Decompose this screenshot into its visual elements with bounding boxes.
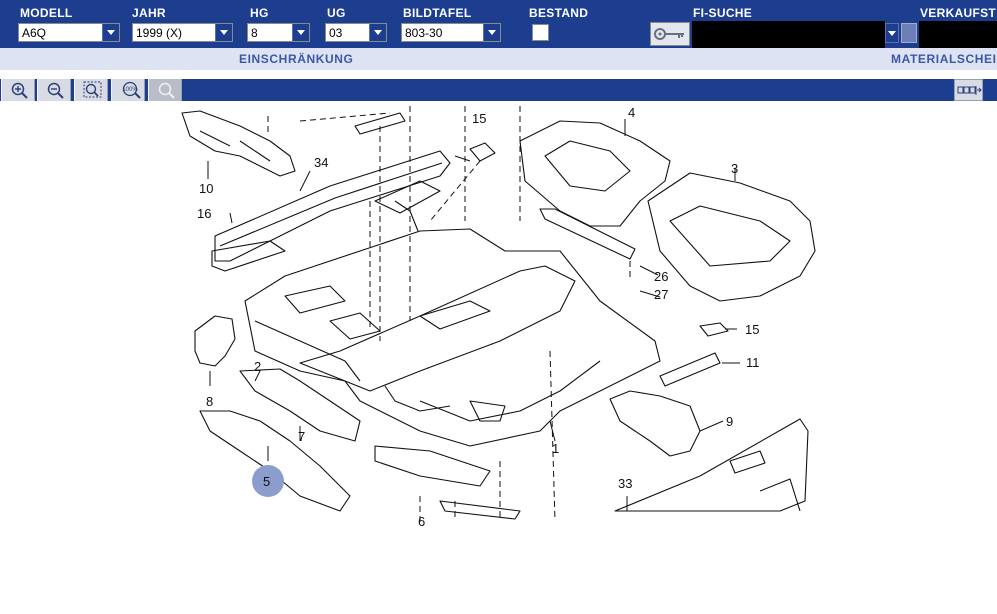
ug-select[interactable]: 03 [325, 23, 387, 42]
part-15-right[interactable] [699, 322, 729, 337]
part-strip-upper[interactable] [354, 112, 406, 135]
parts-diagram[interactable]: 10 16 34 15 4 3 26 27 15 11 9 2 8 7 5 1 … [0, 101, 997, 614]
bildtafel-select[interactable]: 803-30 [401, 23, 501, 42]
hg-value: 8 [251, 26, 258, 40]
verkaufsteil-input[interactable] [919, 21, 997, 48]
part-cross-member-34[interactable] [214, 150, 451, 262]
chevron-down-icon[interactable] [292, 24, 309, 41]
bestand-checkbox[interactable] [532, 24, 549, 41]
fi-suche-list-button[interactable] [901, 23, 917, 43]
callout-33[interactable]: 33 [618, 476, 632, 491]
zoom-100-button[interactable]: 100% [111, 79, 145, 101]
hg-select[interactable]: 8 [247, 23, 310, 42]
callout-1[interactable]: 1 [552, 441, 559, 456]
window-arrange-icon [957, 86, 982, 95]
zoom-reset-button[interactable] [148, 79, 182, 101]
ug-value: 03 [329, 26, 343, 40]
callout-2[interactable]: 2 [254, 359, 261, 374]
part-sill-left[interactable] [211, 240, 286, 272]
part-9[interactable] [609, 390, 701, 457]
header-bar: MODELL JAHR HG UG BILDTAFEL BESTAND FI-S… [0, 0, 997, 48]
callout-15-right[interactable]: 15 [745, 322, 759, 337]
jahr-label: JAHR [132, 6, 166, 20]
verkauf-label: VERKAUFST [920, 6, 997, 20]
callout-7[interactable]: 7 [298, 429, 305, 444]
bildtafel-value: 803-30 [405, 26, 443, 40]
chevron-down-icon[interactable] [483, 24, 500, 41]
part-4[interactable] [519, 120, 671, 227]
part-5[interactable] [199, 410, 351, 512]
zoom-100-label: 100% [122, 87, 138, 93]
part-7[interactable] [239, 368, 361, 442]
part-11[interactable] [659, 352, 721, 387]
callout-26[interactable]: 26 [654, 269, 668, 284]
chevron-down-icon[interactable] [369, 24, 386, 41]
modell-select[interactable]: A6Q [18, 23, 120, 42]
part-15-upper[interactable] [469, 142, 496, 162]
einschraenkung-link[interactable]: EINSCHRÄNKUNG [239, 52, 354, 66]
key-icon [654, 28, 684, 40]
callout-11[interactable]: 11 [746, 355, 760, 370]
callout-34[interactable]: 34 [314, 155, 328, 170]
callout-16[interactable]: 16 [197, 206, 211, 221]
bestand-label: BESTAND [529, 6, 589, 20]
modell-value: A6Q [22, 26, 47, 40]
sub-bar: EINSCHRÄNKUNG MATERIALSCHEI [0, 48, 997, 70]
callout-8[interactable]: 8 [206, 394, 213, 409]
hg-label: HG [250, 6, 269, 20]
callout-15-upper[interactable]: 15 [472, 111, 486, 126]
part-3[interactable] [647, 172, 816, 302]
zoom-toolbar: 100% [0, 79, 997, 101]
part-10[interactable] [181, 110, 296, 177]
jahr-select[interactable]: 1999 (X) [132, 23, 233, 42]
callout-5-highlight[interactable] [252, 465, 284, 497]
zoom-fit-button[interactable] [74, 79, 108, 101]
modell-label: MODELL [20, 6, 73, 20]
callout-10[interactable]: 10 [199, 181, 213, 196]
zoom-in-button[interactable] [1, 79, 35, 101]
zoom-in-icon [11, 82, 28, 99]
zoom-100-icon: 100% [122, 81, 141, 99]
zoom-out-icon [47, 82, 64, 99]
key-button[interactable] [650, 22, 690, 46]
jahr-value: 1999 (X) [136, 26, 183, 40]
callout-6[interactable]: 6 [418, 514, 425, 529]
fi-suche-label: FI-SUCHE [693, 6, 753, 20]
window-arrange-button[interactable] [954, 79, 983, 101]
part-26[interactable] [539, 208, 636, 260]
ug-label: UG [327, 6, 346, 20]
magnifier-icon [158, 82, 175, 99]
chevron-down-icon[interactable] [215, 24, 232, 41]
callout-27[interactable]: 27 [654, 287, 668, 302]
zoom-fit-icon [83, 81, 102, 98]
fi-suche-dropdown-arrow[interactable] [885, 23, 899, 43]
callout-4[interactable]: 4 [628, 105, 635, 120]
zoom-out-button[interactable] [37, 79, 71, 101]
callout-3[interactable]: 3 [731, 161, 738, 176]
materialschein-link[interactable]: MATERIALSCHEI [891, 52, 997, 66]
callout-5[interactable]: 5 [263, 474, 270, 489]
callout-9[interactable]: 9 [726, 414, 733, 429]
part-8[interactable] [194, 315, 236, 367]
chevron-down-icon[interactable] [102, 24, 119, 41]
fi-suche-input[interactable] [692, 21, 885, 48]
part-6[interactable] [374, 445, 491, 487]
part-33[interactable] [614, 418, 809, 512]
part-floor-tunnel [299, 265, 576, 392]
bildtafel-label: BILDTAFEL [403, 6, 472, 20]
